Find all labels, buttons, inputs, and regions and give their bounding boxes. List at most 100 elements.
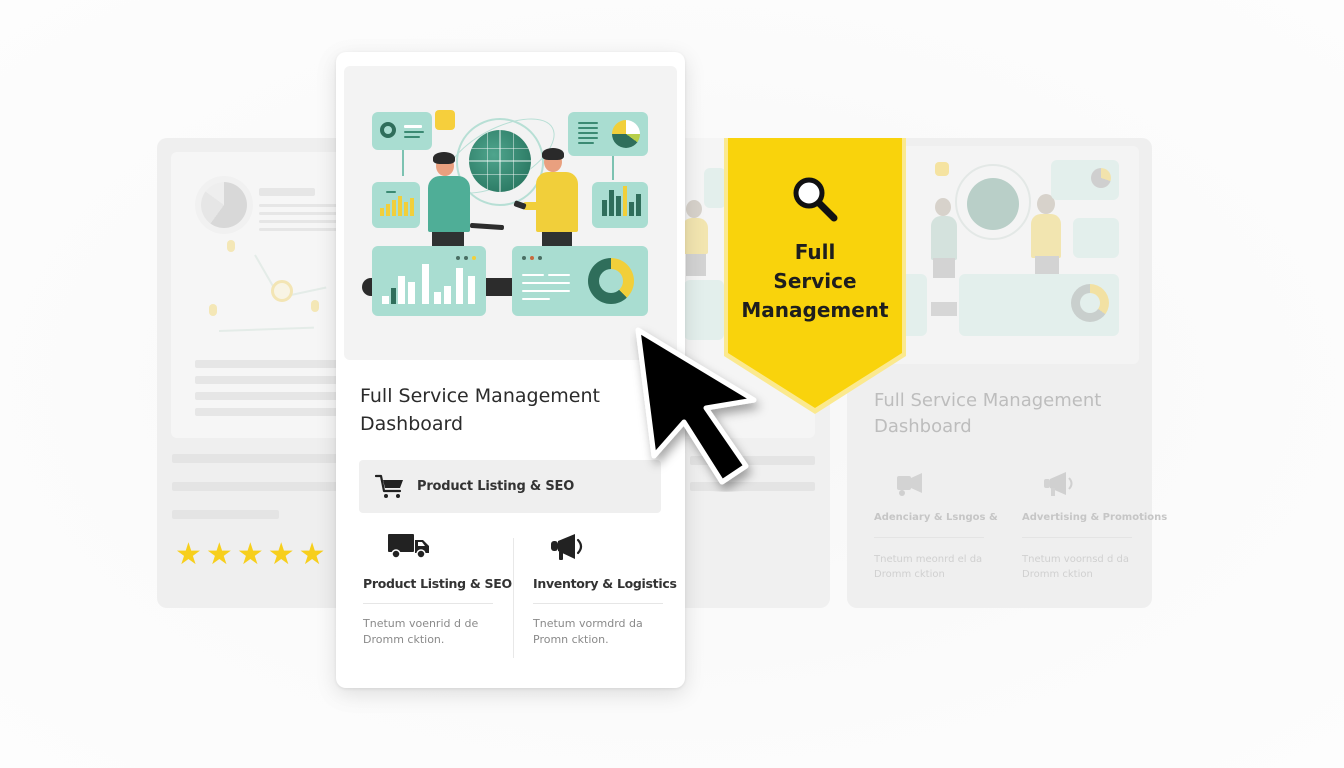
text-placeholder xyxy=(259,220,357,223)
pie-chart-icon xyxy=(201,182,247,228)
card-title-line: Dashboard xyxy=(360,413,464,435)
text-placeholder xyxy=(259,188,315,196)
badge-shape xyxy=(724,138,906,414)
panel-line xyxy=(522,282,570,284)
cart-icon xyxy=(374,474,405,500)
truck-icon xyxy=(387,532,503,562)
feature-description: Tnetum vormdrd da Promn cktion. xyxy=(533,616,673,648)
globe-line xyxy=(469,174,531,175)
chart-bar xyxy=(422,264,429,304)
faded-pie-icon xyxy=(1091,168,1111,188)
hero-illustration xyxy=(344,66,677,360)
network-line xyxy=(218,326,314,332)
person-arm xyxy=(522,202,544,210)
faded-connector xyxy=(931,302,957,316)
globe-line xyxy=(499,130,501,192)
card-title-line: Full Service Management xyxy=(874,390,1102,411)
person-legs xyxy=(542,232,572,246)
highlighted-service-row[interactable]: Product Listing & SEO xyxy=(359,460,661,513)
chart-bar xyxy=(456,268,463,304)
globe-line xyxy=(513,130,514,192)
panel-line xyxy=(578,142,594,144)
full-service-badge[interactable]: Full Service Management xyxy=(722,138,908,416)
star-icon: ★ xyxy=(205,537,233,572)
text-placeholder xyxy=(195,360,357,368)
feature-item-listing[interactable]: Product Listing & SEO Tnetum voenrid d d… xyxy=(363,532,512,648)
chart-bar xyxy=(404,202,408,216)
faded-person xyxy=(931,216,957,260)
divider xyxy=(1022,537,1132,538)
faded-globe-icon xyxy=(967,178,1019,230)
chart-bar xyxy=(398,196,402,216)
connector-line xyxy=(402,150,404,176)
feature-description: Tnetum voornsd d da Dromm cktion xyxy=(1022,552,1142,582)
chart-bar xyxy=(392,200,396,216)
faded-person xyxy=(1035,256,1059,278)
badge-label-line: Service xyxy=(773,269,857,293)
vertical-divider xyxy=(513,538,514,658)
panel-line xyxy=(548,274,570,276)
text-placeholder xyxy=(259,228,357,231)
card-title-line: Dashboard xyxy=(874,416,972,437)
window-dots xyxy=(456,256,476,260)
chart-bar xyxy=(408,282,415,304)
divider xyxy=(874,537,984,538)
megaphone-icon xyxy=(1042,470,1142,500)
faded-person xyxy=(935,198,951,216)
text-placeholder xyxy=(195,392,357,400)
feature-label: Inventory & Logistics xyxy=(533,576,677,591)
faded-person xyxy=(686,254,706,276)
panel-line xyxy=(386,191,396,193)
text-placeholder xyxy=(259,212,357,215)
chart-bar xyxy=(434,292,441,304)
faded-panel xyxy=(684,280,724,340)
panel-line xyxy=(404,125,422,128)
card-title: Full Service Management Dashboard xyxy=(874,388,1144,440)
faded-person xyxy=(933,258,955,278)
chart-bar xyxy=(410,198,414,216)
card-illustration-placeholder xyxy=(171,152,357,438)
faded-orbit xyxy=(955,164,1031,240)
chart-bar xyxy=(616,196,621,216)
network-hub-icon xyxy=(271,280,293,302)
ring-icon xyxy=(380,122,396,138)
connector-line xyxy=(612,156,614,180)
faded-person xyxy=(686,200,702,218)
person-body xyxy=(536,172,578,232)
illustration-panel xyxy=(568,112,648,156)
background-card-left: ★ ★ ★ ★ ★ xyxy=(157,138,357,608)
donut-chart-icon xyxy=(588,258,634,304)
megaphone-icon xyxy=(549,532,673,562)
chart-bar xyxy=(629,202,634,216)
star-rating: ★ ★ ★ ★ ★ xyxy=(175,540,326,570)
faded-panel xyxy=(704,168,726,208)
badge-label: Full Service Management xyxy=(722,238,908,325)
network-node-icon xyxy=(227,240,235,252)
feature-desc-line: Tnetum meonrd el da xyxy=(874,554,983,565)
feature-desc-line: Dromm cktion xyxy=(1022,569,1093,580)
text-placeholder xyxy=(195,408,357,416)
feature-desc-line: Tnetum voenrid d de xyxy=(363,617,479,630)
feature-item-inventory[interactable]: Inventory & Logistics Tnetum vormdrd da … xyxy=(533,532,677,648)
arrow-cursor-icon xyxy=(630,322,770,496)
background-card-right: Full Service Management Dashboard Adenci… xyxy=(847,138,1167,608)
star-icon: ★ xyxy=(175,537,202,572)
globe-line xyxy=(469,148,531,149)
globe-icon xyxy=(469,130,531,192)
globe-line xyxy=(469,160,531,162)
text-placeholder xyxy=(259,204,357,207)
feature-desc-line: Tnetum voornsd d da xyxy=(1022,554,1129,565)
chart-bar xyxy=(602,200,607,216)
panel-line xyxy=(522,298,550,300)
illustration-panel xyxy=(592,182,648,228)
text-placeholder xyxy=(690,456,815,465)
badge-label-line: Management xyxy=(741,298,889,322)
panel-line xyxy=(578,127,598,129)
person-legs xyxy=(432,232,464,246)
illustration-panel xyxy=(372,112,432,150)
service-card-main[interactable]: Full Service Management Dashboard Produc… xyxy=(336,52,685,688)
feature-desc-line: Dromm cktion xyxy=(874,569,945,580)
person-hair xyxy=(542,148,564,160)
faded-person xyxy=(682,218,708,254)
chart-bar xyxy=(623,186,627,216)
